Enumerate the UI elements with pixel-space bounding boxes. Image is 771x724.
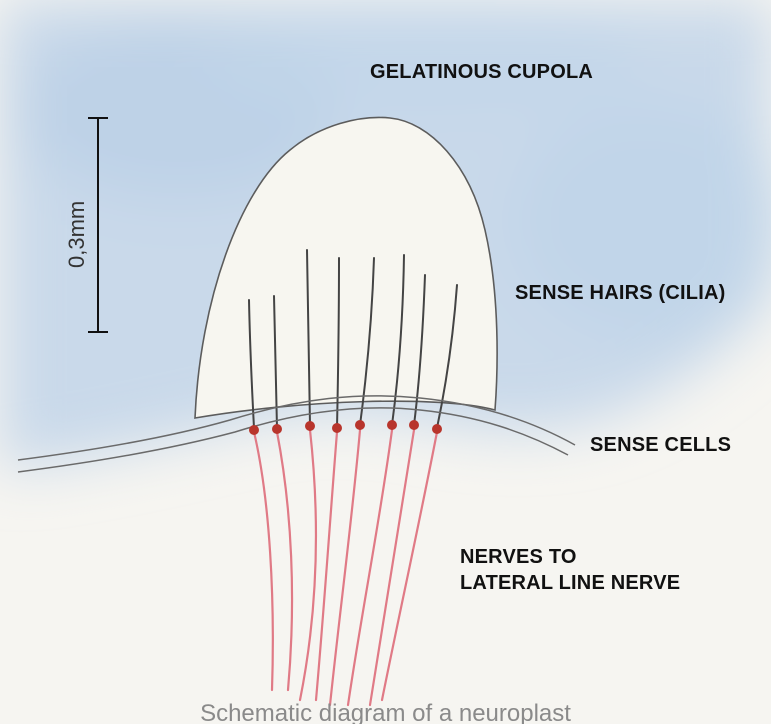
- label-nerves-line1: NERVES TO: [460, 544, 680, 570]
- sense-cell: [432, 424, 442, 434]
- nerve-fibers: [254, 430, 437, 705]
- nerve: [277, 432, 292, 690]
- nerve: [382, 432, 437, 700]
- sense-cell: [249, 425, 259, 435]
- label-sense-hairs: SENSE HAIRS (CILIA): [515, 280, 725, 306]
- label-nerves: NERVES TO LATERAL LINE NERVE: [460, 544, 680, 596]
- nerve: [348, 430, 392, 705]
- sense-cell: [272, 424, 282, 434]
- sense-cell: [409, 420, 419, 430]
- nerve: [254, 432, 273, 690]
- nerve: [370, 430, 414, 705]
- sense-cell: [305, 421, 315, 431]
- label-nerves-line2: LATERAL LINE NERVE: [460, 570, 680, 596]
- scale-bar-label: 0,3mm: [64, 201, 90, 268]
- sense-cell: [355, 420, 365, 430]
- nerve: [300, 430, 316, 700]
- sense-cell: [332, 423, 342, 433]
- sense-cell: [387, 420, 397, 430]
- label-gelatinous-cupola: GELATINOUS CUPOLA: [370, 59, 593, 85]
- label-sense-cells: SENSE CELLS: [590, 432, 731, 458]
- figure-caption: Schematic diagram of a neuroplast: [0, 700, 771, 724]
